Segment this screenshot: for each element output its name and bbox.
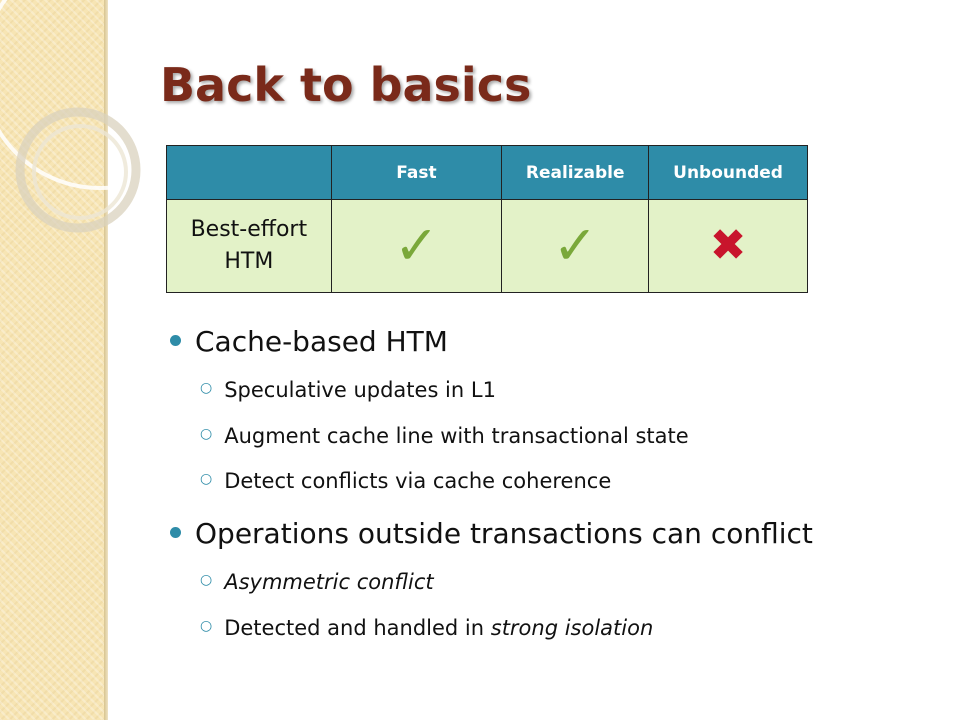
sub-bullet-ring-icon: ○ <box>200 572 213 588</box>
cross-mark-icon: ✖ <box>709 220 747 271</box>
table-row: Best-effort HTM ✓ ✓ ✖ <box>166 199 808 293</box>
header-realizable: Realizable <box>501 145 650 200</box>
decorative-circles <box>0 0 220 233</box>
header-empty-cell <box>166 145 332 200</box>
sub-bullet-speculative-updates: ○ Speculative updates in L1 <box>200 378 496 402</box>
sub-bullet-detect-conflicts: ○ Detect conflicts via cache coherence <box>200 469 611 493</box>
sub-bullet-text: Detect conflicts via cache coherence <box>224 469 612 493</box>
sub-bullet-augment-cache-line: ○ Augment cache line with transactional s… <box>200 424 689 448</box>
comparison-table: Fast Realizable Unbounded Best-effort HT… <box>166 145 808 293</box>
deco-circle-small <box>32 124 128 220</box>
realizable-cell: ✓ <box>501 199 650 293</box>
sub-bullet-text-prefix: Detected and handled in <box>224 616 491 640</box>
sub-bullet-text-italic: strong isolation <box>490 616 654 640</box>
slide-title: Back to basics <box>160 58 532 112</box>
check-mark-icon: ✓ <box>552 214 598 277</box>
bullet-text: Cache-based HTM <box>195 325 448 358</box>
sub-bullet-ring-icon: ○ <box>200 618 213 634</box>
table-header-row: Fast Realizable Unbounded <box>166 145 808 200</box>
deco-circle-medium <box>15 107 141 233</box>
sub-bullet-text: Asymmetric conflict <box>224 570 434 594</box>
header-unbounded: Unbounded <box>648 145 808 200</box>
sub-bullet-ring-icon: ○ <box>200 471 213 487</box>
sub-bullet-asymmetric-conflict: ○ Asymmetric conflict <box>200 570 434 594</box>
sub-bullet-text: Speculative updates in L1 <box>224 378 496 402</box>
sub-bullet-ring-icon: ○ <box>200 380 213 396</box>
row-label-line2: HTM <box>224 249 274 274</box>
unbounded-cell: ✖ <box>648 199 808 293</box>
deco-circle-large <box>0 0 220 190</box>
bullet-operations-outside: Operations outside transactions can conf… <box>170 517 813 550</box>
sub-bullet-text: Augment cache line with transactional st… <box>224 424 689 448</box>
row-label-line1: Best-effort <box>190 217 308 243</box>
left-strip-edge <box>104 0 108 720</box>
sub-bullet-detected-handled: ○ Detected and handled in strong isolatio… <box>200 616 653 640</box>
sub-bullet-ring-icon: ○ <box>200 426 213 442</box>
bullet-text: Operations outside transactions can conf… <box>195 517 813 550</box>
bullet-cache-based-htm: Cache-based HTM <box>170 325 448 358</box>
header-fast: Fast <box>330 145 503 200</box>
bullet-dot-icon <box>170 526 181 538</box>
bullet-dot-icon <box>170 334 181 346</box>
row-label-cell: Best-effort HTM <box>166 199 332 293</box>
fast-cell: ✓ <box>330 199 503 293</box>
check-mark-icon: ✓ <box>393 214 440 277</box>
